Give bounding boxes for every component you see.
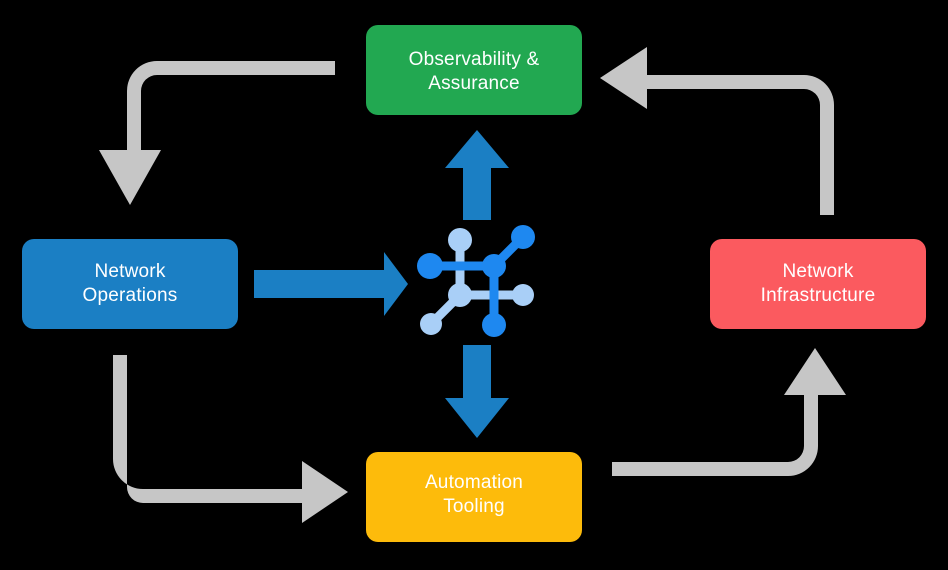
node-network-infrastructure-box[interactable] xyxy=(710,239,926,329)
node-observability-box[interactable] xyxy=(366,25,582,115)
node-automation-tooling[interactable]: Automation Tooling xyxy=(366,452,582,542)
node-network-operations-label-line2: Operations xyxy=(83,285,178,306)
node-network-operations-label-line1: Network xyxy=(94,261,165,282)
node-network-infrastructure[interactable]: Network Infrastructure xyxy=(710,239,926,329)
arrow-center-to-observability xyxy=(445,130,509,220)
network-topology-icon xyxy=(417,225,535,337)
arrow-automation-to-infrastructure-shape xyxy=(612,348,846,476)
node-network-operations-box[interactable] xyxy=(22,239,238,329)
arrow-operations-to-center xyxy=(254,252,408,316)
arrow-operations-to-automation-shape xyxy=(113,355,348,523)
arrow-operations-to-center-shape xyxy=(254,252,408,316)
arrow-observability-to-operations xyxy=(99,61,335,205)
node-automation-tooling-box[interactable] xyxy=(366,452,582,542)
node-automation-tooling-label-line1: Automation xyxy=(425,472,523,493)
arrow-infrastructure-to-observability xyxy=(600,47,834,215)
arrow-infrastructure-to-observability-shape xyxy=(600,47,834,215)
node-network-infrastructure-label-line1: Network xyxy=(782,261,853,282)
node-observability[interactable]: Observability & Assurance xyxy=(366,25,582,115)
arrow-operations-to-automation xyxy=(113,355,348,523)
arrow-center-to-automation xyxy=(445,345,509,438)
node-automation-tooling-label-line2: Tooling xyxy=(443,496,505,517)
node-network-operations[interactable]: Network Operations xyxy=(22,239,238,329)
node-observability-label-line1: Observability & xyxy=(409,49,540,70)
arrow-observability-to-operations-shape xyxy=(99,61,335,205)
network-icon-secondary-nodes xyxy=(420,228,534,335)
arrow-center-to-observability-shape xyxy=(445,130,509,220)
arrow-automation-to-infrastructure xyxy=(612,348,846,476)
node-network-infrastructure-label-line2: Infrastructure xyxy=(761,285,876,306)
node-observability-label-line2: Assurance xyxy=(428,73,520,94)
arrow-center-to-automation-shape xyxy=(445,345,509,438)
network-icon-primary-nodes xyxy=(417,225,535,337)
